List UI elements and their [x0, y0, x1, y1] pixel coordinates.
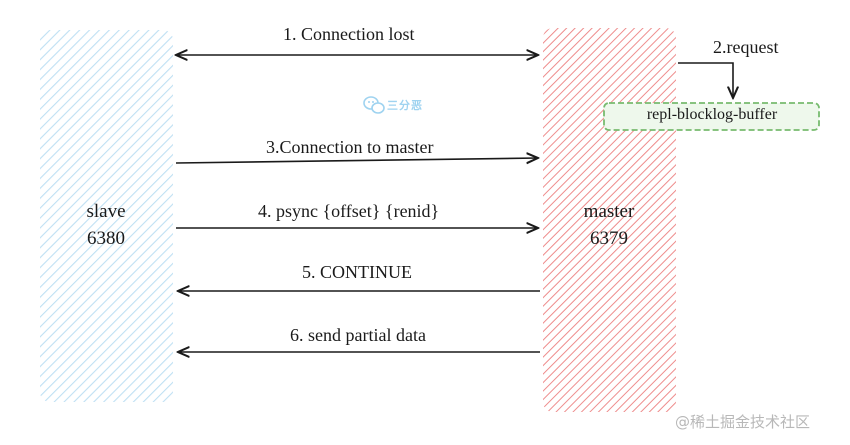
label-connection-to-master: 3.Connection to master: [266, 137, 434, 157]
master-name: master: [583, 201, 635, 222]
label-request: 2.request: [713, 37, 779, 57]
wechat-icon: [363, 96, 385, 114]
master-label: master 6379: [549, 198, 669, 252]
arrow-connection-to-master: [175, 158, 538, 163]
master-port: 6379: [590, 228, 628, 249]
logo-text: 三分恶: [387, 99, 423, 112]
label-send-partial-data: 6. send partial data: [290, 325, 426, 345]
watermark: @稀土掘金技术社区: [675, 413, 811, 431]
label-connection-lost: 1. Connection lost: [283, 24, 415, 44]
slave-name: slave: [86, 201, 126, 222]
buffer-label: repl-blocklog-buffer: [646, 106, 778, 123]
label-psync: 4. psync {offset} {renid}: [258, 201, 440, 221]
slave-node: [40, 30, 173, 402]
label-continue: 5. CONTINUE: [302, 262, 412, 282]
buffer-box: [603, 102, 820, 131]
request-arrow: [678, 62, 733, 98]
slave-port: 6380: [87, 228, 125, 249]
slave-label: slave 6380: [46, 198, 166, 252]
